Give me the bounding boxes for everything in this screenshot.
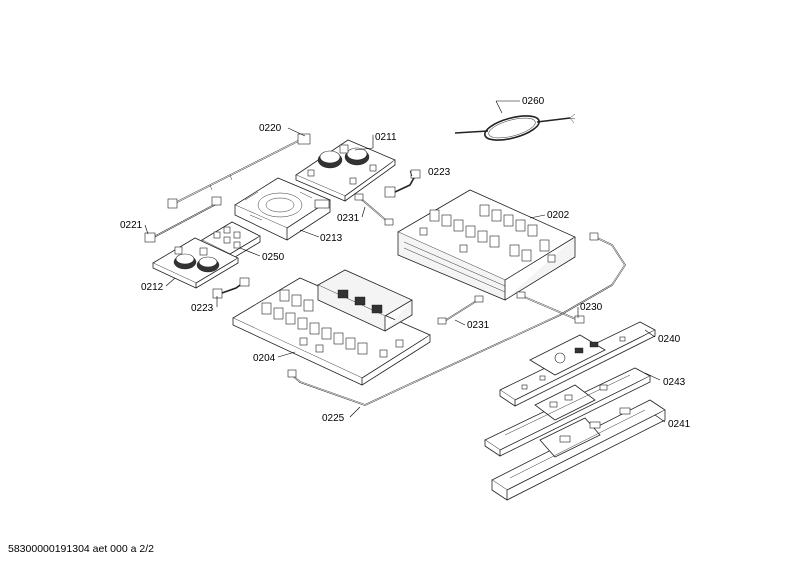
part-0223-cable-lower[interactable]	[212, 277, 250, 299]
part-0243-key-board[interactable]	[484, 367, 651, 457]
part-0260-power-cable[interactable]	[454, 111, 576, 145]
part-0225-long-cable[interactable]	[287, 232, 626, 406]
label-0240: 0240	[658, 334, 681, 345]
part-0202-power-board[interactable]	[397, 189, 576, 301]
label-0250: 0250	[262, 252, 285, 263]
label-0241: 0241	[668, 419, 691, 430]
leader-lines	[144, 100, 666, 423]
label-0204: 0204	[253, 353, 276, 364]
part-0241-carrier-frame[interactable]	[491, 399, 666, 501]
label-0243: 0243	[663, 377, 686, 388]
label-0221: 0221	[120, 220, 143, 231]
label-0213: 0213	[320, 233, 343, 244]
label-0202: 0202	[547, 210, 570, 221]
part-0240-control-board[interactable]	[499, 321, 656, 407]
part-0231-flat-cable-lower[interactable]	[437, 295, 484, 325]
part-0221-cable[interactable]	[144, 196, 222, 243]
label-0223-upper: 0223	[428, 167, 451, 178]
label-0225: 0225	[322, 413, 345, 424]
document-footer-id: 58300000191304 aet 000 a 2/2	[8, 543, 154, 555]
label-0223-lower: 0223	[191, 303, 214, 314]
part-0231-flat-cable-upper[interactable]	[354, 193, 394, 226]
label-0211: 0211	[375, 132, 397, 143]
part-0212-filter-board[interactable]	[152, 237, 239, 289]
part-0220-harness[interactable]	[167, 133, 311, 209]
part-labels: 0260 0220 0211 0223 0231 0202 0221 0213 …	[120, 96, 691, 430]
label-0231-lower: 0231	[467, 320, 490, 331]
label-0230: 0230	[580, 302, 603, 313]
label-0212: 0212	[141, 282, 164, 293]
part-0223-cable-upper[interactable]	[384, 169, 421, 198]
label-0260: 0260	[522, 96, 545, 107]
label-0220: 0220	[259, 123, 282, 134]
label-0231-upper: 0231	[337, 213, 360, 224]
part-0211-filter-board[interactable]	[295, 139, 396, 202]
part-0204-power-board[interactable]	[232, 269, 431, 386]
part-0230-flat-cable[interactable]	[516, 291, 585, 324]
